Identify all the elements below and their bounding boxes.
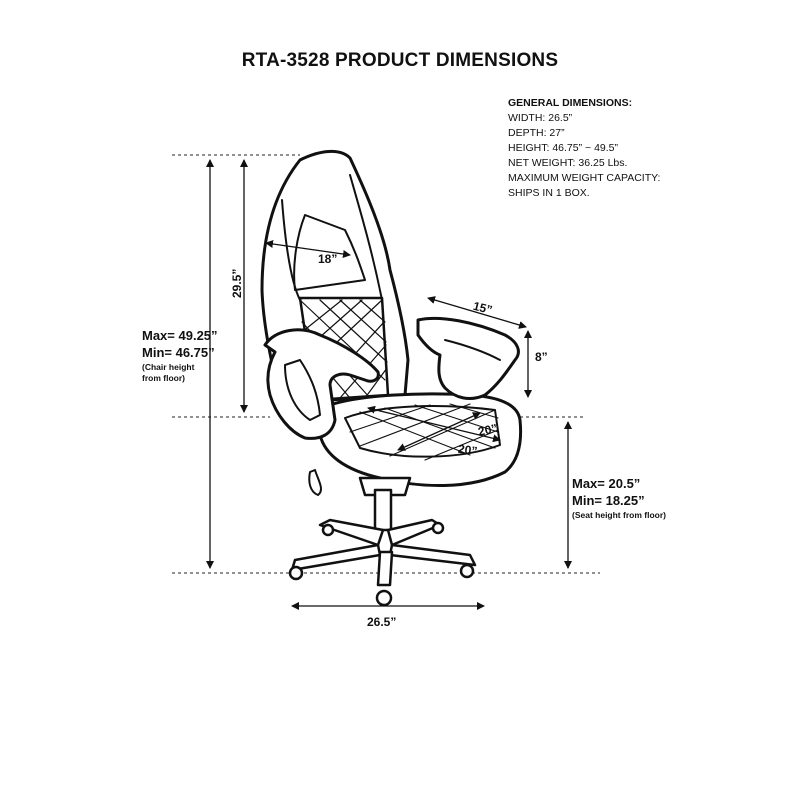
arm-length-arrow: [427, 296, 527, 329]
seat-height-min: Min= 18.25”: [572, 493, 645, 508]
reference-lines: [172, 154, 600, 574]
chair-height-note-1: (Chair height: [142, 362, 195, 372]
spec-ships: SHIPS IN 1 BOX.: [508, 187, 590, 199]
dimension-lines: [206, 159, 572, 610]
seat-height-note: (Seat height from floor): [572, 510, 666, 520]
spec-net-weight: NET WEIGHT: 36.25 Lbs.: [508, 157, 628, 169]
seat-height-max: Max= 20.5”: [572, 476, 641, 491]
general-dimensions-heading: GENERAL DIMENSIONS:: [508, 97, 633, 109]
back-width-label: 18”: [318, 252, 338, 266]
seat-depth-label: 20”: [457, 441, 479, 459]
general-dimensions: GENERAL DIMENSIONS: WIDTH: 26.5” DEPTH: …: [508, 96, 660, 201]
chair-height-note-2: from floor): [142, 373, 185, 383]
chair-height-min: Min= 46.75”: [142, 345, 215, 360]
chair-outline: [260, 150, 523, 607]
spec-height: HEIGHT: 46.75” ~ 49.5”: [508, 142, 619, 154]
chair-height-max: Max= 49.25”: [142, 328, 218, 343]
spec-max-weight: MAXIMUM WEIGHT CAPACITY:: [508, 172, 661, 184]
back-height-label: 29.5”: [230, 268, 244, 298]
spec-depth: DEPTH: 27”: [508, 127, 565, 139]
back-width-arrow: [265, 240, 351, 258]
seat-depth-arrow: [397, 412, 481, 451]
arm-height-label: 8”: [535, 350, 548, 364]
base-width-label: 26.5”: [367, 615, 397, 629]
page-title: RTA-3528 PRODUCT DIMENSIONS: [241, 50, 559, 71]
spec-width: WIDTH: 26.5”: [508, 112, 573, 124]
